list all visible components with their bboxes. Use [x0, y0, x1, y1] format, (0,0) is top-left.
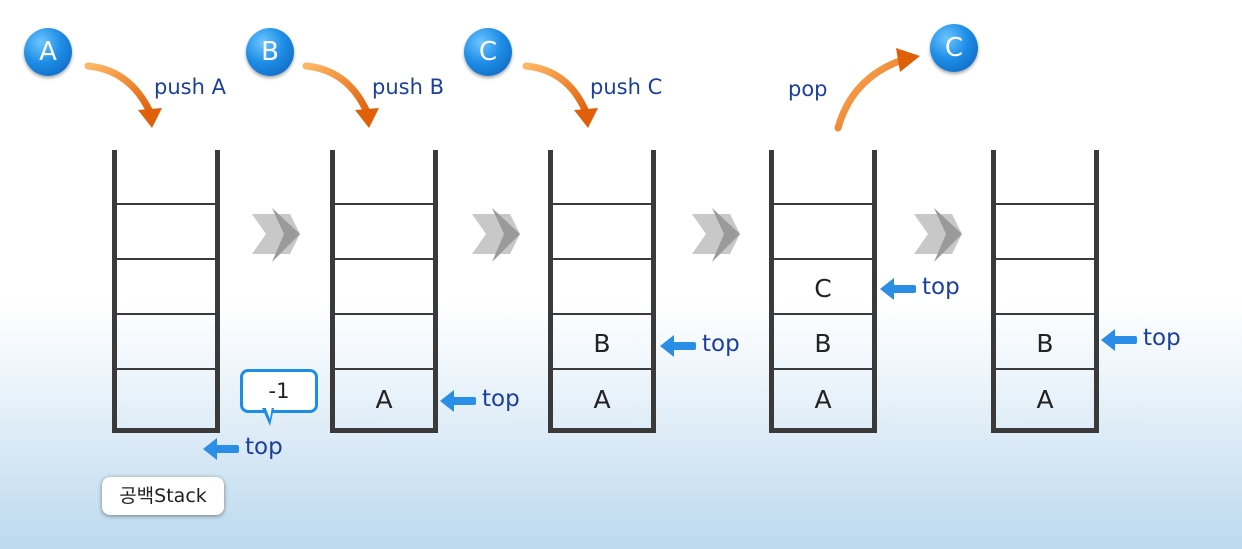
stack-cell-a: A: [375, 385, 393, 414]
push-b-label: push B: [372, 75, 444, 99]
empty-top-value-bubble: -1: [240, 369, 318, 413]
gray-chevron-arrow-icon: [252, 208, 300, 262]
left-arrow-icon: [1101, 329, 1115, 351]
left-arrow-icon: [203, 438, 217, 460]
top-label: top: [922, 274, 960, 300]
stack-after-pop: B A: [991, 150, 1099, 433]
left-arrow-icon: [660, 335, 674, 357]
push-c-label: push C: [590, 75, 663, 99]
empty-stack-caption: 공백Stack: [102, 477, 224, 515]
push-a-label: push A: [154, 75, 226, 99]
stack-cell-b: B: [593, 329, 611, 358]
stack-cell-a: A: [814, 385, 832, 414]
stack-cell-c: C: [814, 274, 832, 303]
top-label: top: [482, 386, 520, 412]
item-b-circle: B: [246, 28, 294, 76]
gray-chevron-arrow-icon: [914, 208, 962, 262]
left-arrow-icon: [440, 390, 454, 412]
gray-chevron-arrow-icon: [692, 208, 740, 262]
top-label: top: [245, 434, 283, 460]
stack-after-push-b: B A: [548, 150, 656, 433]
stack-cell-a: A: [1036, 385, 1054, 414]
push-arrow-icon: [522, 62, 598, 128]
stack-after-push-c: C B A: [769, 150, 877, 433]
stack-cell-b: B: [814, 329, 832, 358]
stack-cell-a: A: [593, 385, 611, 414]
left-arrow-icon: [880, 278, 894, 300]
pop-arrow-icon: [834, 48, 920, 132]
item-a-circle: A: [24, 28, 72, 76]
stack-after-push-a: A: [330, 150, 438, 433]
stack-cell-b: B: [1036, 329, 1054, 358]
top-label: top: [1143, 325, 1181, 351]
top-label: top: [702, 331, 740, 357]
item-c-circle: C: [464, 28, 512, 76]
gray-chevron-arrow-icon: [472, 208, 520, 262]
pop-label: pop: [788, 77, 828, 101]
popped-item-c-circle: C: [930, 24, 978, 72]
push-arrow-icon: [84, 62, 162, 128]
push-arrow-icon: [302, 62, 379, 128]
empty-stack: [112, 150, 220, 433]
